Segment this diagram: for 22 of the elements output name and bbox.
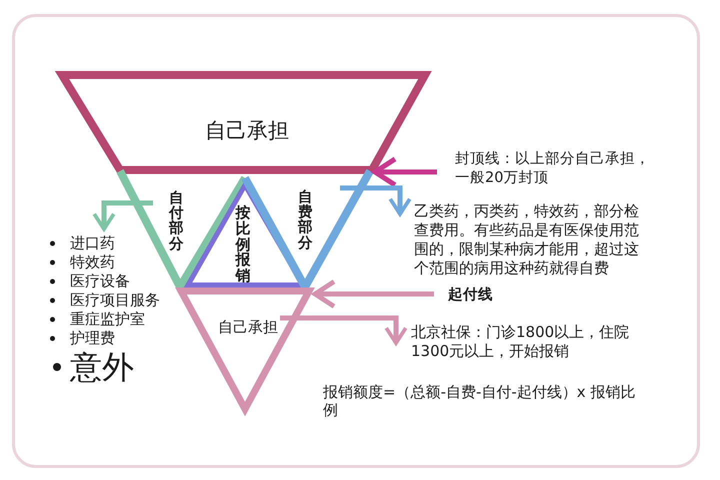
annotation-text: 乙类药，丙类药，特效药，部分检查费用。有些药品是有医保使用范围的，限制某种病才能用，超过这个范围的病用这种药就得自费 xyxy=(414,202,646,278)
formula-text: 报销额度=（总额-自费-自付-起付线）x 报销比例 xyxy=(323,383,636,419)
vertical-label: 按比例报销 xyxy=(236,206,250,284)
vertical-label: 自费部分 xyxy=(298,190,312,252)
list-item: 意外 xyxy=(70,348,134,386)
section-label: 自己承担 xyxy=(205,119,289,143)
list-item: 护理费 xyxy=(70,329,115,348)
annotation-text: 封顶线：以上部分自己承担，一般20万封顶 xyxy=(455,150,655,188)
list-item: 医疗设备 xyxy=(70,272,130,291)
arrow xyxy=(340,186,412,216)
annotation-text: 北京社保：门诊1800以上，住院1300元以上，开始报销 xyxy=(411,323,635,361)
list-item: 特效药 xyxy=(70,253,115,272)
arrow xyxy=(92,200,153,231)
arrow xyxy=(312,279,434,309)
vertical-label: 自付部分 xyxy=(168,192,184,252)
list-item: 医疗项目服务 xyxy=(70,291,160,310)
arrow xyxy=(372,156,437,188)
list-item: 进口药 xyxy=(70,234,115,253)
arrow xyxy=(280,316,408,345)
section-label: 自己承担 xyxy=(218,318,278,336)
callout-label: 起付线 xyxy=(448,286,493,304)
list-item: 重症监护室 xyxy=(70,310,145,329)
